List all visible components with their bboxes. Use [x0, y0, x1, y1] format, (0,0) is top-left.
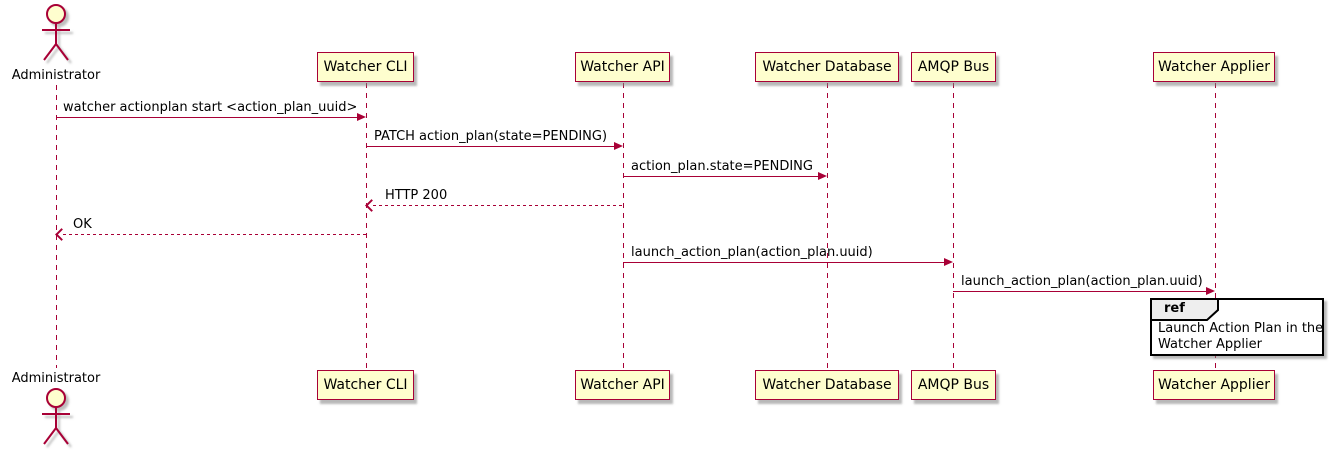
participant-watcher-cli-bottom: Watcher CLI [317, 370, 414, 400]
lifeline-watcher-applier [1215, 83, 1216, 370]
participant-label: Watcher CLI [323, 59, 408, 75]
message-label: PATCH action_plan(state=PENDING) [374, 129, 608, 144]
participant-label: Watcher API [580, 59, 665, 75]
lifeline-administrator [56, 85, 57, 368]
message-line [953, 291, 1207, 292]
participant-label: AMQP Bus [917, 59, 990, 75]
lifeline-watcher-api [623, 83, 624, 370]
participant-watcher-database-bottom: Watcher Database [755, 370, 899, 400]
message-line [63, 234, 366, 235]
message-line [623, 176, 819, 177]
message-label: launch_action_plan(action_plan.uuid) [961, 274, 1203, 289]
actor-icon [42, 4, 70, 61]
ref-text-line1: Launch Action Plan in the [1158, 321, 1324, 336]
arrow-right-icon [818, 172, 827, 180]
ref-fragment: ref Launch Action Plan in the Watcher Ap… [1150, 298, 1324, 356]
lifeline-watcher-cli [366, 83, 367, 370]
participant-watcher-api-top: Watcher API [575, 52, 670, 82]
message-line [373, 205, 623, 206]
arrow-right-icon [944, 258, 953, 266]
ref-tag-pentagon [1150, 298, 1219, 321]
lifeline-amqp-bus [953, 83, 954, 370]
lifeline-watcher-database [827, 83, 828, 370]
participant-watcher-api-bottom: Watcher API [575, 370, 670, 400]
arrow-left-icon [55, 228, 68, 241]
participant-label: Watcher API [580, 377, 665, 393]
participant-label: AMQP Bus [917, 377, 990, 393]
message-label: HTTP 200 [385, 188, 448, 203]
message-line [623, 262, 945, 263]
message-line [56, 117, 358, 118]
participant-label: Watcher Database [762, 377, 892, 393]
participant-label: Watcher CLI [323, 377, 408, 393]
participant-label: Watcher Database [762, 59, 892, 75]
message-label: launch_action_plan(action_plan.uuid) [631, 245, 873, 260]
ref-text-line2: Watcher Applier [1158, 337, 1262, 352]
participant-watcher-applier-top: Watcher Applier [1153, 52, 1275, 82]
arrow-right-icon [1206, 287, 1215, 295]
message-label: action_plan.state=PENDING [631, 159, 813, 174]
arrow-left-icon [365, 199, 378, 212]
participant-amqp-bus-top: AMQP Bus [911, 52, 996, 82]
actor-label-bottom: Administrator [11, 371, 101, 386]
participant-label: Watcher Applier [1158, 377, 1270, 393]
actor-label-top: Administrator [11, 68, 101, 83]
ref-keyword: ref [1164, 301, 1185, 316]
message-line [366, 146, 615, 147]
participant-watcher-database-top: Watcher Database [755, 52, 899, 82]
participant-watcher-cli-top: Watcher CLI [317, 52, 414, 82]
ref-text: Launch Action Plan in the Watcher Applie… [1158, 321, 1323, 353]
participant-label: Watcher Applier [1158, 59, 1270, 75]
arrow-right-icon [357, 113, 366, 121]
participant-watcher-applier-bottom: Watcher Applier [1153, 370, 1275, 400]
actor-icon [42, 388, 70, 445]
participant-amqp-bus-bottom: AMQP Bus [911, 370, 996, 400]
arrow-right-icon [614, 142, 623, 150]
message-label: watcher actionplan start <action_plan_uu… [63, 100, 358, 115]
message-label: OK [73, 217, 92, 232]
